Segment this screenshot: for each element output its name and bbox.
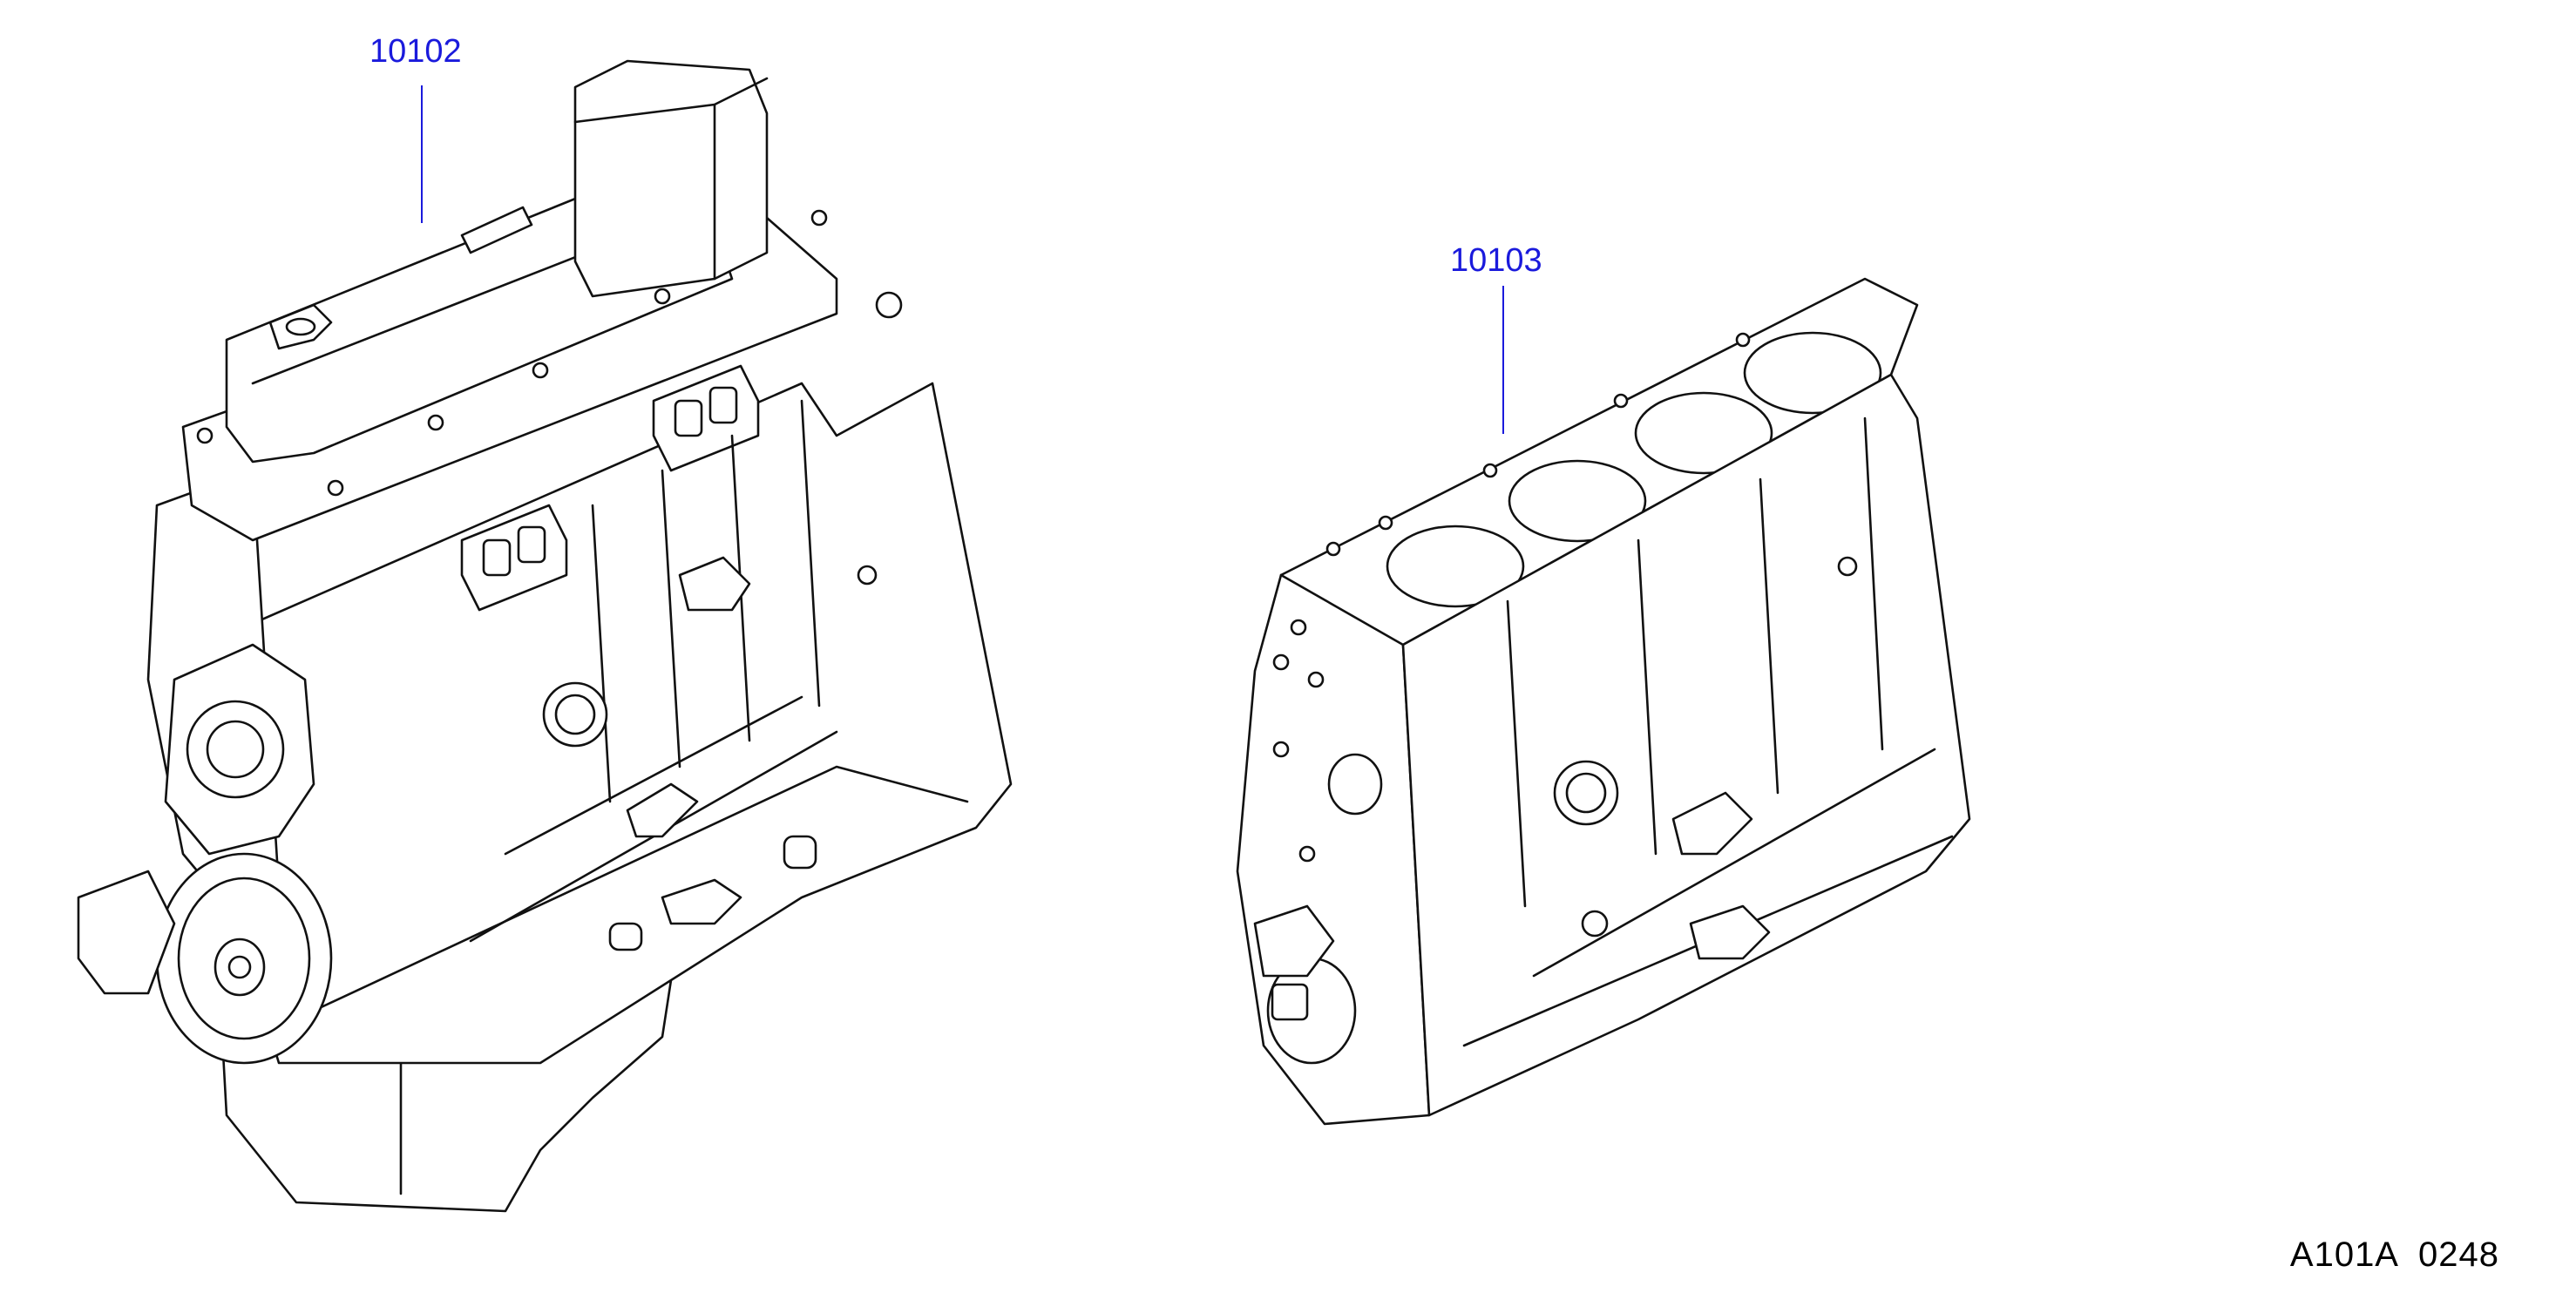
leader-line-10102	[421, 85, 423, 223]
part-label-engine-assembly[interactable]: 10102	[369, 33, 462, 70]
diagram-code: A101A 0248	[2289, 1235, 2499, 1274]
leader-line-10103	[1502, 286, 1504, 434]
part-label-short-block[interactable]: 10103	[1450, 242, 1542, 279]
engine-assembly-illustration	[77, 59, 1013, 1213]
short-block-illustration	[1236, 277, 1971, 1126]
